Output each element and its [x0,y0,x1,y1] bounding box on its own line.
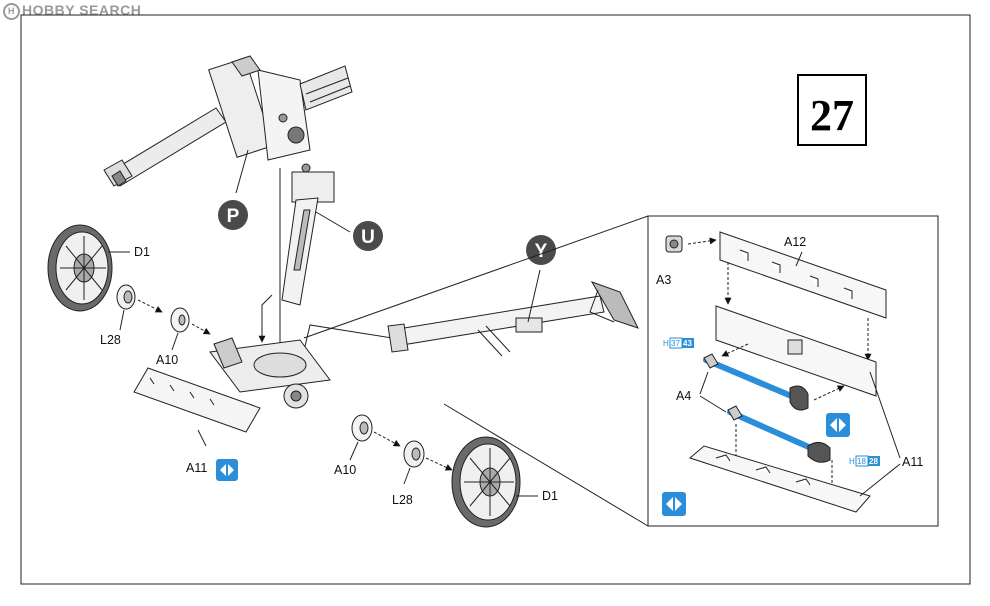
leader-a10-bottom [349,441,359,461]
part-ref-badge-bottom: H 18 28 [849,455,880,467]
arrow-l28-bottom [425,457,453,471]
label-a10-bottom: A10 [334,463,356,477]
shield-plate-middle [715,305,877,397]
wheel-d1-bottom [451,436,521,528]
callout-u: U [353,221,383,251]
guide-line-arm [258,294,273,343]
label-a11-left: A11 [186,461,207,475]
leader-p [235,149,249,194]
part-ref-bottom-prefix: H [849,457,855,466]
gun-barrel-assembly [103,55,353,187]
label-a4: A4 [676,389,691,403]
hub-l28-left [116,284,136,310]
page-frame [20,14,971,585]
axle-rod-a4-lower [727,405,831,463]
part-a3 [665,235,683,253]
arrow-a10-bottom [373,431,401,447]
callout-u-label: U [361,227,375,248]
label-d1-bottom: D1 [542,489,558,503]
arrow-a10-left [191,323,211,335]
label-d1-top: D1 [134,245,150,259]
leader-a11-left [197,429,207,447]
label-a12: A12 [784,235,806,249]
leader-a11-right [869,371,901,459]
label-a3: A3 [656,273,671,287]
zoom-line-upper [303,215,649,339]
carriage-axle [209,337,331,409]
trail-leg-assembly [387,281,639,357]
plate-a11-left [133,367,261,433]
leader-l28-bottom [403,467,411,485]
part-ref-bottom-b: 28 [869,457,878,466]
leader-u [315,211,351,233]
label-l28-left: L28 [100,333,121,347]
wheel-d1-top [47,224,113,312]
leader-l28-left [119,309,125,331]
leader-a4-lower [699,395,727,413]
watermark-text: HOBBY SEARCH [22,2,142,18]
leader-a10-left [171,332,179,351]
arrow-l28-left [137,299,163,313]
callout-y: Y [526,235,556,265]
leader-a4-upper [699,371,709,395]
label-l28-bottom: L28 [392,493,413,507]
zoom-line-lower [443,403,649,527]
guide-rod-upper [813,385,845,401]
leader-a11-right-2 [859,463,901,497]
hobby-search-logo-icon: H [3,3,20,20]
part-ref-top-b: 43 [683,339,692,348]
axle-rod-a4-upper [703,353,809,411]
part-a10-bottom [351,414,373,442]
part-ref-bottom-a: 18 [857,457,866,466]
flip-icon-left [216,459,238,481]
flip-icon-right-upper [826,413,850,437]
step-number-box: 27 [797,74,867,146]
callout-y-label: Y [535,241,548,262]
label-a10-left: A10 [156,353,178,367]
label-a11-right: A11 [902,455,923,469]
plate-a12 [719,231,887,319]
part-ref-top-prefix: H [663,339,669,348]
elevation-arm [281,163,335,306]
leader-a12 [795,251,803,267]
hub-l28-bottom [403,440,425,468]
plate-a11-right [688,445,871,513]
step-number: 27 [810,91,854,140]
part-ref-top-a: 37 [671,339,680,348]
part-a10-left [170,307,190,333]
callout-p: P [218,200,248,230]
callout-p-label: P [227,206,240,227]
flip-icon-right-lower [662,492,686,516]
leader-y [527,269,541,323]
part-ref-badge-top: H 37 43 [663,337,694,349]
